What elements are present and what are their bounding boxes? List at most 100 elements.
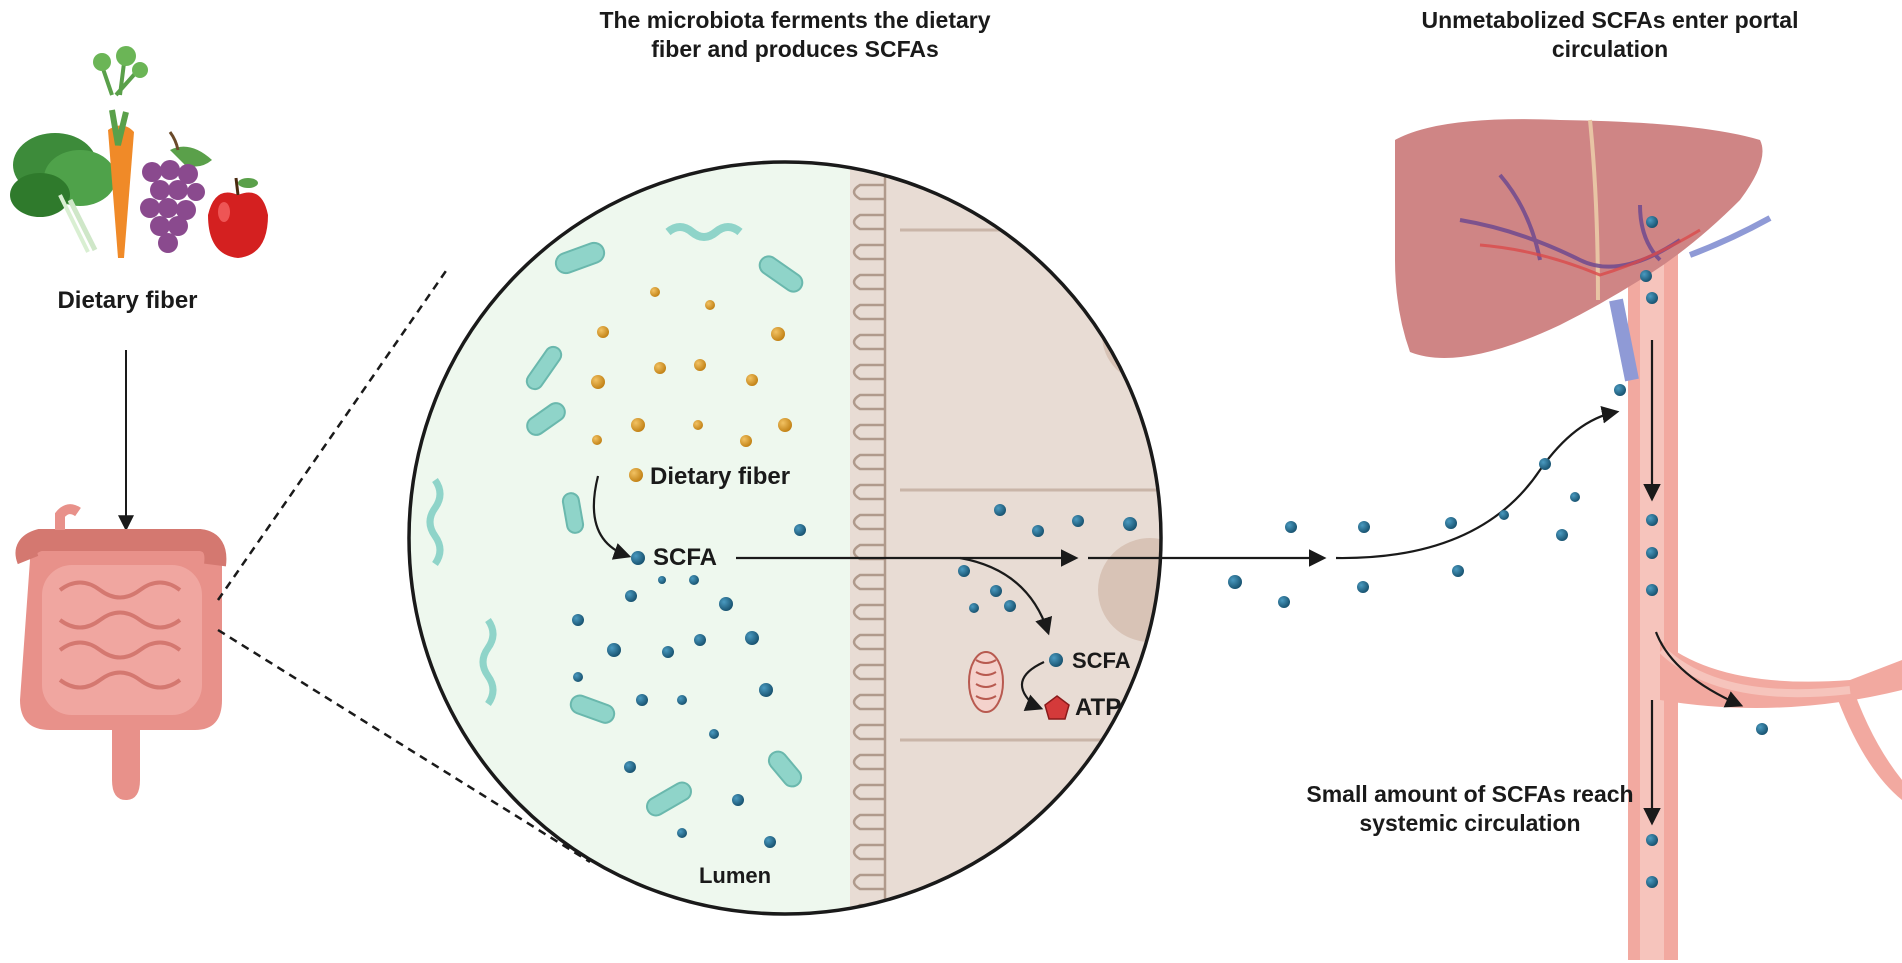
scfa-particle: [1499, 510, 1509, 520]
scfa-particle: [689, 575, 699, 585]
nucleus: [1102, 287, 1161, 383]
microvillus: [852, 723, 885, 741]
scfa-particles-vessel: [1640, 216, 1768, 888]
scfa-particle: [1285, 521, 1297, 533]
scfa-particle: [764, 836, 776, 848]
scfa-particle: [1646, 216, 1658, 228]
scfa-particle: [1278, 596, 1290, 608]
microvillus: [852, 273, 885, 291]
fiber-particle: [654, 362, 666, 374]
scfa-particle: [1179, 530, 1191, 542]
zoom-line-bottom: [217, 628, 591, 864]
scfa-particle: [1646, 547, 1658, 559]
scfa-particle: [1445, 517, 1457, 529]
fiber-particle: [740, 435, 752, 447]
microvillus: [852, 513, 885, 531]
microvillus: [852, 483, 885, 501]
microvillus: [852, 423, 885, 441]
microvillus: [852, 633, 885, 651]
scfa-particle: [662, 646, 674, 658]
systemic-label: Small amount of SCFAs reach systemic cir…: [1306, 781, 1634, 836]
liver-icon: [1395, 119, 1772, 358]
scfa-particle: [1646, 292, 1658, 304]
scfa-particles-transport: [1228, 384, 1626, 608]
scfa-particles-lumen: [572, 504, 1191, 848]
fiber-particles: [591, 287, 792, 447]
vessel-branch-arrow: [1654, 631, 1744, 708]
center-title: The microbiota ferments the dietary fibe…: [599, 7, 991, 62]
microvillus: [852, 573, 885, 591]
microvillus: [852, 393, 885, 411]
scfa-particle: [636, 694, 648, 706]
scfa-particle: [1646, 834, 1658, 846]
atp-icon: [1044, 695, 1070, 720]
scfa-label-lumen: SCFA: [653, 544, 718, 571]
fiber-particle: [771, 327, 785, 341]
scfa-particle: [1570, 492, 1580, 502]
zoom-circle-border: [407, 160, 1163, 916]
microvillus: [852, 603, 885, 621]
microvillus: [852, 213, 885, 231]
scfa-dot-legend: [631, 551, 645, 565]
scfa-particle: [958, 565, 970, 577]
fiber-particle: [693, 420, 703, 430]
microvillus: [852, 243, 885, 261]
scfa-particle: [658, 576, 666, 584]
spinach-icon: [10, 133, 116, 253]
scfa-particle: [1646, 584, 1658, 596]
scfa-particle: [1539, 458, 1551, 470]
scfa-particle: [1123, 517, 1137, 531]
microvillus: [852, 663, 885, 681]
scfa-dot-cell: [1049, 653, 1063, 667]
mitochondrion-icon: [968, 651, 1004, 713]
scfa-particle: [1646, 876, 1658, 888]
scfa-label-cell: SCFA: [1072, 648, 1131, 673]
scfa-particle: [1640, 270, 1652, 282]
fiber-particle: [694, 359, 706, 371]
fiber-particle: [778, 418, 792, 432]
scfa-particle: [625, 590, 637, 602]
fiber-label-inside: Dietary fiber: [650, 463, 791, 490]
microvillus: [852, 783, 885, 801]
scfa-particle: [1032, 525, 1044, 537]
scfa-particle: [607, 643, 621, 657]
vegetables-icon: [10, 46, 268, 258]
microvillus: [852, 183, 885, 201]
scfa-particle: [677, 828, 687, 838]
scfa-particle: [677, 695, 687, 705]
atp-label: ATP: [1075, 694, 1122, 721]
fiber-particle: [746, 374, 758, 386]
scfa-particle: [794, 524, 806, 536]
scfa-particle: [694, 634, 706, 646]
microvillus: [852, 873, 885, 891]
microvillus: [852, 753, 885, 771]
fiber-dot-legend: [629, 468, 643, 482]
fiber-label-top: Dietary fiber: [57, 287, 198, 314]
scfa-particle: [759, 683, 773, 697]
fiber-particle: [592, 435, 602, 445]
intestine-icon: [15, 504, 227, 800]
scfa-particle: [969, 603, 979, 613]
fermentation-arrow: [592, 475, 632, 560]
scfa-particle: [624, 761, 636, 773]
scfa-particle: [1646, 514, 1658, 526]
fiber-particle: [705, 300, 715, 310]
portal-entry-arrow: [1335, 406, 1620, 560]
scfa-particle: [709, 729, 719, 739]
apple-icon: [208, 177, 268, 258]
grapes-icon: [140, 131, 212, 253]
bacteria-icon: [426, 223, 804, 817]
microvillus: [852, 843, 885, 861]
scfa-particle: [573, 672, 583, 682]
scfa-particle: [719, 597, 733, 611]
microvillus: [852, 813, 885, 831]
lumen-label: Lumen: [698, 863, 772, 888]
fiber-particle: [597, 326, 609, 338]
scfa-particle: [572, 614, 584, 626]
scfa-particle: [1072, 515, 1084, 527]
right-title: Unmetabolized SCFAs enter portal circula…: [1421, 7, 1799, 62]
atp-production-arrow: [1020, 661, 1045, 711]
scfa-particle: [1358, 521, 1370, 533]
fiber-particle: [650, 287, 660, 297]
microvillus: [852, 303, 885, 321]
